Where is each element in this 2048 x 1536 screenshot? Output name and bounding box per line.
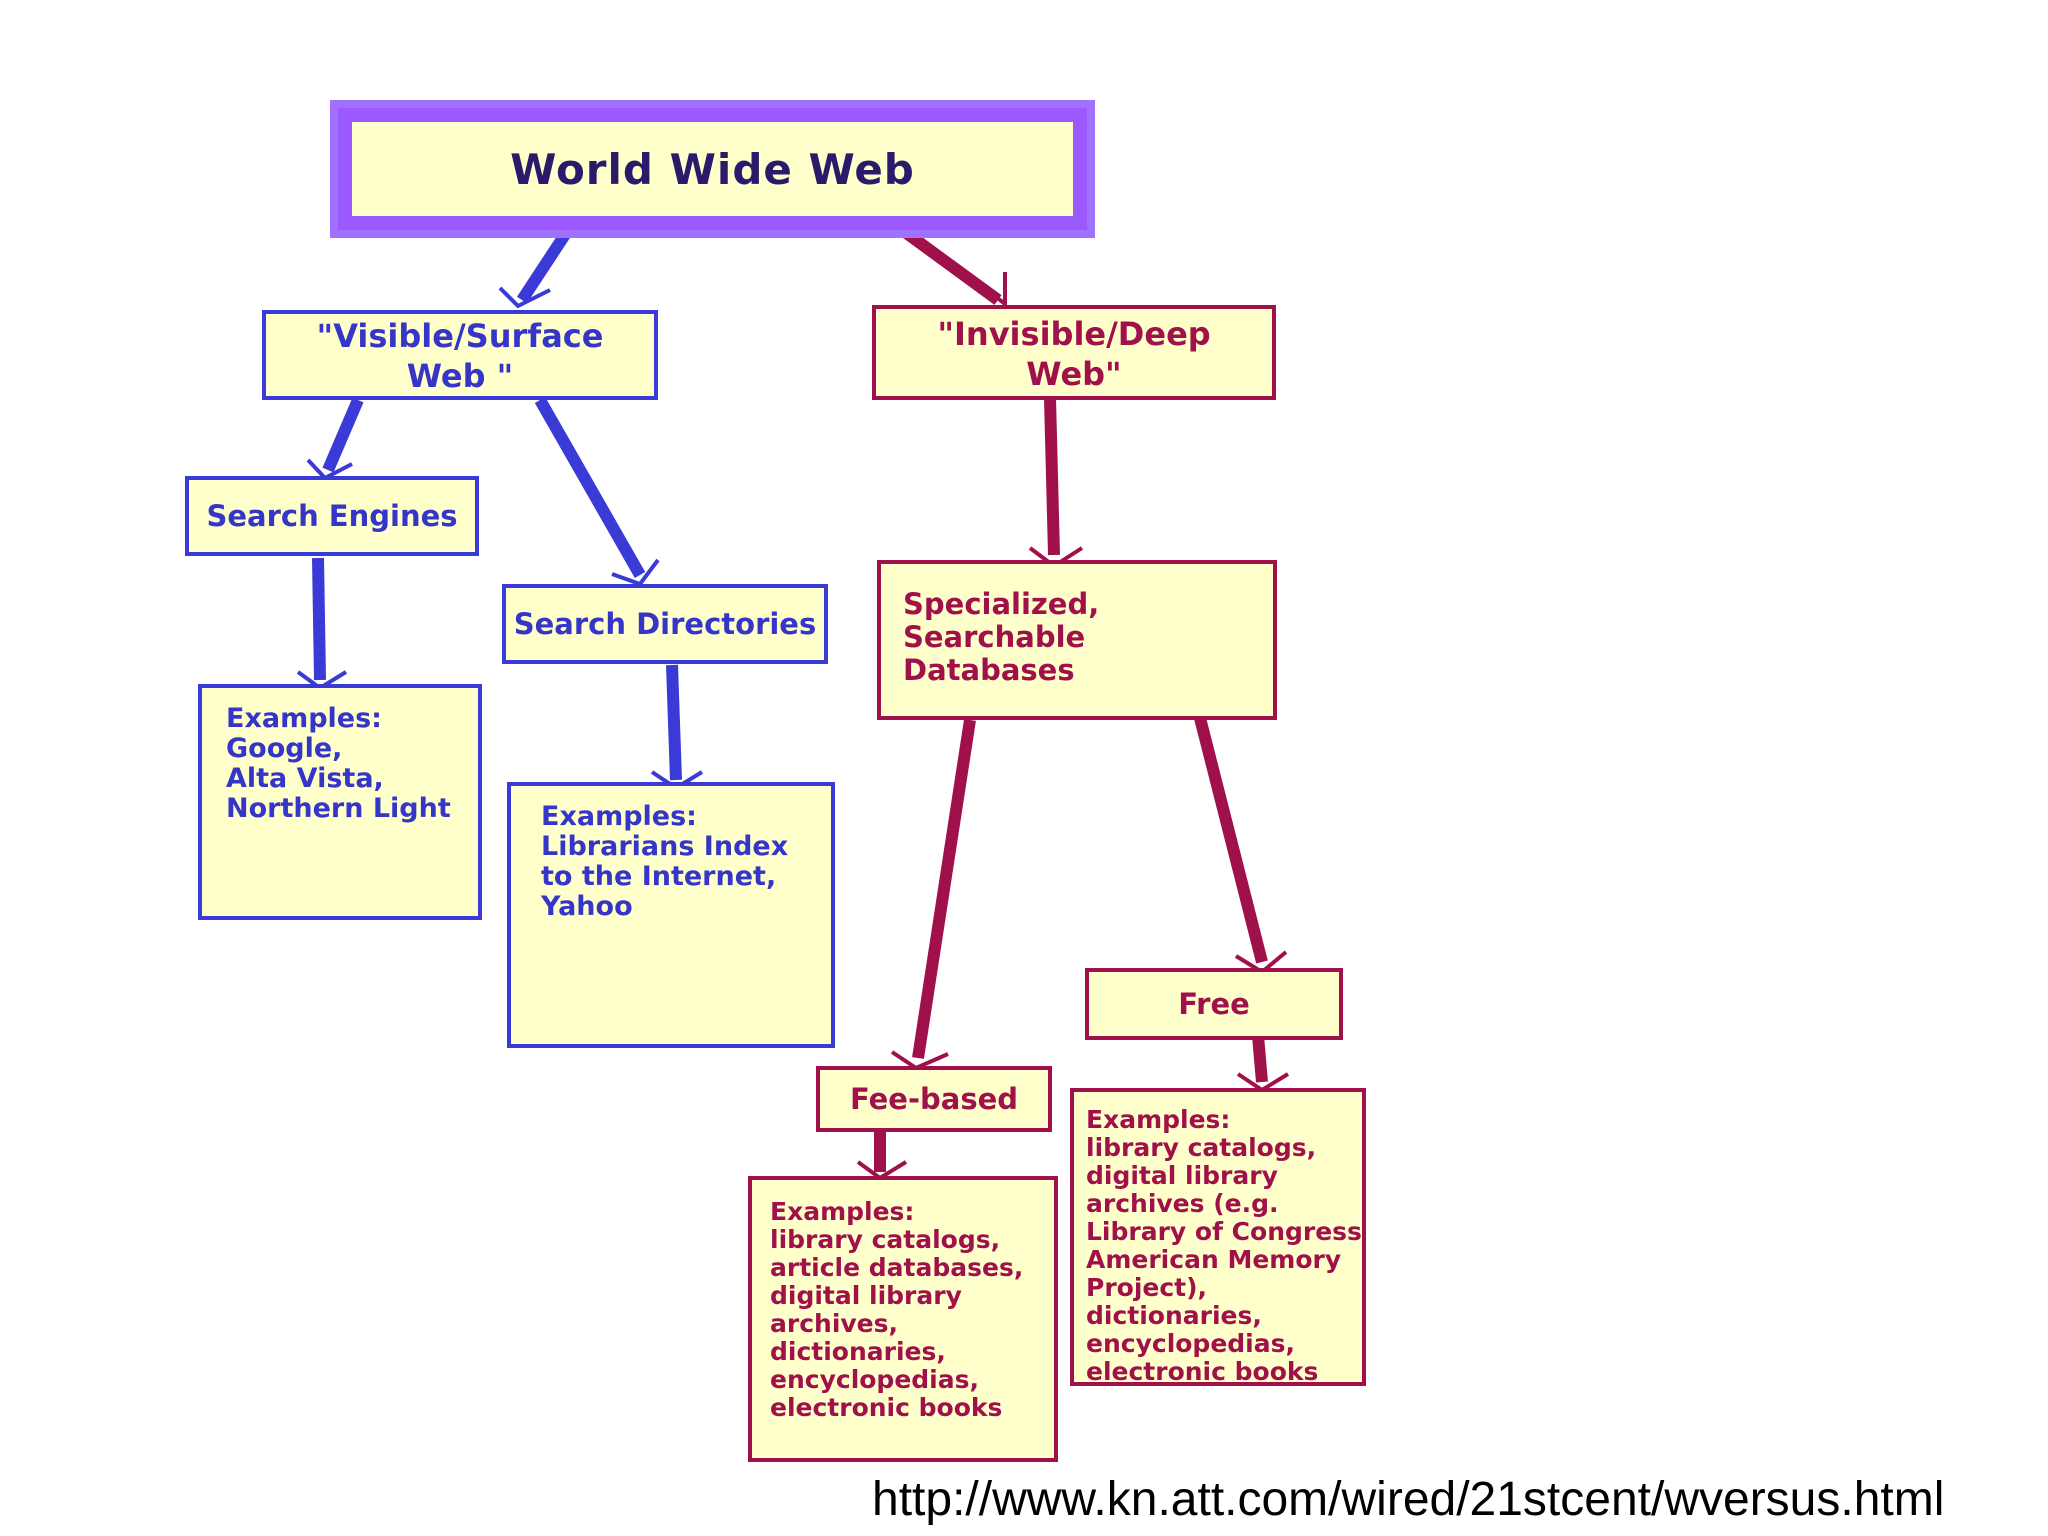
visible-web-label: "Visible/Surface Web " bbox=[316, 317, 604, 395]
arrow-databases-to-fee bbox=[890, 719, 976, 1071]
invisible-web-box: "Invisible/Deep Web" bbox=[872, 305, 1276, 400]
source-url: http://www.kn.att.com/wired/21stcent/wve… bbox=[872, 1473, 1945, 1526]
free-examples-box: Examples: library catalogs, digital libr… bbox=[1070, 1088, 1366, 1386]
world-wide-web-label: World Wide Web bbox=[360, 126, 1065, 212]
arrow-directories-to-examples bbox=[650, 664, 704, 791]
fee-based-label: Fee-based bbox=[849, 1082, 1019, 1116]
fee-examples-text: Examples: library catalogs, article data… bbox=[770, 1197, 1024, 1422]
arrow-visible-to-directories bbox=[534, 397, 660, 587]
search-directories-box: Search Directories bbox=[502, 584, 828, 664]
arrow-root-to-invisible bbox=[901, 227, 1007, 309]
search-engines-box: Search Engines bbox=[185, 476, 479, 556]
specialized-databases-text: Specialized, Searchable Databases bbox=[903, 587, 1100, 687]
search-directories-label: Search Directories bbox=[513, 607, 817, 641]
free-examples-text: Examples: library catalogs, digital libr… bbox=[1086, 1105, 1362, 1386]
fee-based-box: Fee-based bbox=[816, 1066, 1052, 1132]
arrow-engines-to-examples bbox=[296, 557, 348, 691]
engines-examples-text: Examples: Google, Alta Vista, Northern L… bbox=[226, 703, 451, 824]
visible-web-box: "Visible/Surface Web " bbox=[262, 310, 658, 400]
arrow-fee-to-examples bbox=[856, 1128, 908, 1181]
arrow-free-to-examples bbox=[1236, 1035, 1290, 1093]
arrow-visible-to-engines bbox=[306, 397, 364, 481]
directories-examples-text: Examples: Librarians Index to the Intern… bbox=[541, 801, 789, 922]
search-engines-label: Search Engines bbox=[206, 499, 458, 533]
invisible-web-label: "Invisible/Deep Web" bbox=[937, 314, 1211, 393]
fee-examples-box: Examples: library catalogs, article data… bbox=[748, 1176, 1058, 1462]
engines-examples-box: Examples: Google, Alta Vista, Northern L… bbox=[198, 684, 482, 920]
free-box: Free bbox=[1085, 968, 1343, 1040]
arrow-invisible-to-databases bbox=[1028, 397, 1084, 569]
free-label: Free bbox=[1178, 987, 1250, 1021]
directories-examples-box: Examples: Librarians Index to the Intern… bbox=[507, 782, 835, 1048]
arrow-databases-to-free bbox=[1194, 716, 1288, 975]
specialized-databases-box: Specialized, Searchable Databases bbox=[877, 560, 1277, 720]
arrow-root-to-visible bbox=[498, 226, 574, 309]
world-wide-web-box: World Wide Web bbox=[330, 100, 1095, 238]
